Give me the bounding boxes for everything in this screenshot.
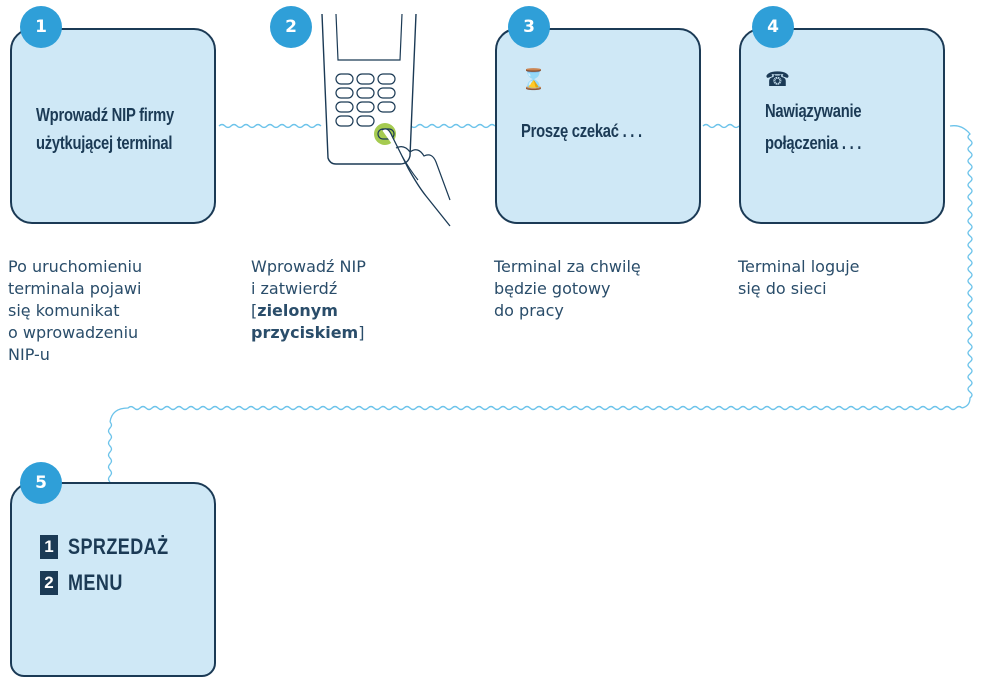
bracket-close: ] (358, 323, 365, 342)
step-4-caption-line: się do sieci (738, 279, 827, 298)
step-2-caption-bold-line: przyciskiem] (251, 322, 366, 344)
step-1-badge: 1 (20, 6, 62, 48)
bracket-open: [ (251, 301, 258, 320)
step-4-badge: 4 (752, 6, 794, 48)
menu-label: SPRZEDAŻ (68, 534, 169, 559)
step-1-screen-line-1: Wprowadź NIP firmy (36, 105, 175, 125)
step-3-caption-line: Terminal za chwilę (494, 257, 641, 276)
step-2-badge: 2 (270, 6, 312, 48)
step-2-caption-line: i zatwierdź (251, 279, 338, 298)
step-3-caption: Terminal za chwilę będzie gotowy do prac… (494, 256, 641, 322)
hourglass-icon: ⌛ (521, 69, 546, 91)
step-3-badge: 3 (508, 6, 550, 48)
step-5-badge: 5 (20, 462, 62, 504)
step-5-screen: 1 SPRZEDAŻ 2 MENU (10, 482, 216, 677)
step-2-caption-bold-line: [zielonym (251, 300, 366, 322)
menu-item-menu[interactable]: 2 MENU (40, 570, 135, 596)
menu-key: 2 (40, 571, 58, 595)
bold-word: zielonym (257, 301, 338, 320)
step-3-screen: ⌛ Proszę czekać . . . (495, 28, 701, 224)
step-1-screen: Wprowadź NIP firmy użytkującej terminal (10, 28, 216, 224)
step-1-caption-line: NIP-u (8, 345, 50, 364)
payment-terminal-illustration (321, 13, 451, 227)
step-1-caption-line: się komunikat (8, 301, 120, 320)
step-3-screen-line-1: Proszę czekać . . . (521, 121, 642, 141)
step-3-caption-line: do pracy (494, 301, 564, 320)
step-1-caption-line: Po uruchomieniu (8, 257, 143, 276)
step-4-caption: Terminal loguje się do sieci (738, 256, 860, 300)
step-3-caption-line: będzie gotowy (494, 279, 611, 298)
step-1-screen-line-2: użytkującej terminal (36, 133, 173, 153)
menu-label: MENU (68, 570, 123, 595)
step-1-caption-line: o wprowadzeniu (8, 323, 139, 342)
step-2-caption-line: Wprowadź NIP (251, 257, 366, 276)
step-4-screen-line-1: Nawiązywanie (765, 101, 862, 121)
menu-key: 1 (40, 535, 58, 559)
step-4-screen: ☎ Nawiązywanie połączenia . . . (739, 28, 945, 224)
menu-item-sale[interactable]: 1 SPRZEDAŻ (40, 534, 191, 560)
step-1-caption-line: terminala pojawi (8, 279, 142, 298)
step-1-caption: Po uruchomieniu terminala pojawi się kom… (8, 256, 142, 366)
bold-word: przyciskiem (251, 323, 359, 342)
step-2-caption: Wprowadź NIP i zatwierdź [zielonym przyc… (251, 256, 366, 344)
phone-icon: ☎ (765, 69, 790, 91)
step-4-screen-line-2: połączenia . . . (765, 133, 862, 153)
step-4-caption-line: Terminal loguje (738, 257, 860, 276)
